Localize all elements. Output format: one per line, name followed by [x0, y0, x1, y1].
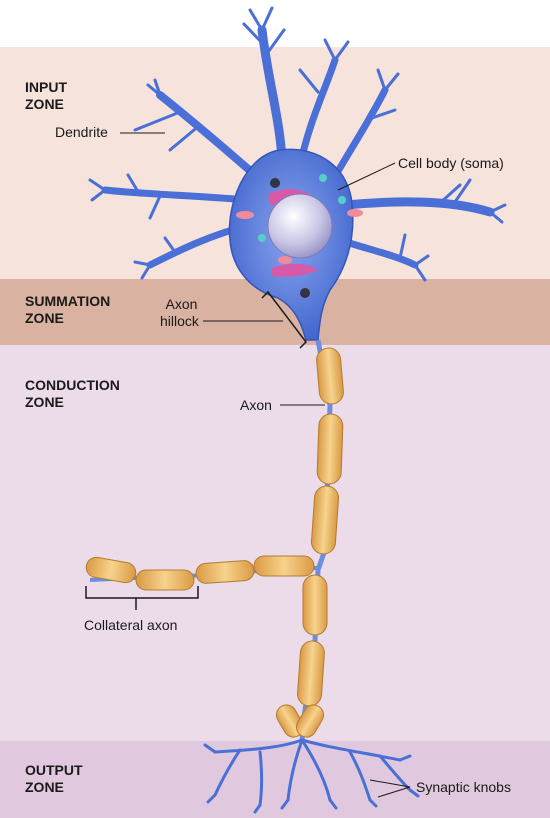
- output-zone-title-line2: ZONE: [25, 779, 64, 795]
- summation-zone-title-line1: SUMMATION: [25, 293, 111, 309]
- synaptic-knobs-label: Synaptic knobs: [416, 779, 511, 795]
- collateral-axon-label: Collateral axon: [84, 617, 178, 633]
- input-zone-title-line2: ZONE: [25, 96, 64, 112]
- conduction-zone-title-line1: CONDUCTION: [25, 377, 120, 393]
- leader-lines: [120, 132, 411, 798]
- cell-body-label: Cell body (soma): [398, 155, 504, 171]
- collateral-bracket: [85, 586, 199, 610]
- hillock-bracket: [261, 290, 307, 349]
- output-zone-title: OUTPUT ZONE: [25, 762, 83, 796]
- axon-hillock-label-line2: hillock: [160, 313, 199, 329]
- axon-label: Axon: [240, 397, 272, 413]
- axon-terminals: [203, 738, 420, 814]
- conduction-zone-title-line2: ZONE: [25, 394, 64, 410]
- myelin-sheaths: [276, 347, 344, 738]
- collateral-myelin: [85, 555, 315, 591]
- summation-zone-title: SUMMATION ZONE: [25, 293, 110, 327]
- output-zone-band: [0, 741, 550, 818]
- conduction-zone-title: CONDUCTION ZONE: [25, 377, 120, 411]
- summation-zone-title-line2: ZONE: [25, 310, 64, 326]
- nucleus: [267, 193, 333, 259]
- axon-hillock-label: Axon hillock: [160, 296, 199, 330]
- output-zone-title-line1: OUTPUT: [25, 762, 83, 778]
- dendrite-label: Dendrite: [55, 124, 108, 140]
- input-zone-title: INPUT ZONE: [25, 79, 67, 113]
- conduction-zone-band: [0, 345, 550, 741]
- axon-hillock-label-line1: Axon: [165, 296, 198, 312]
- input-zone-title-line1: INPUT: [25, 79, 67, 95]
